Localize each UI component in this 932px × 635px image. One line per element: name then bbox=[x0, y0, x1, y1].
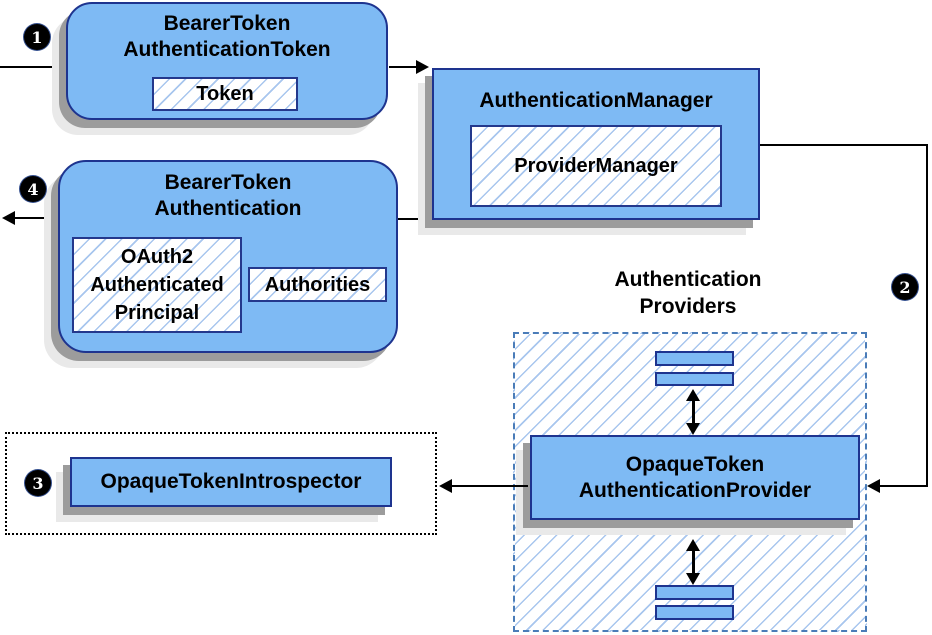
principal-label-line: Principal bbox=[114, 302, 200, 324]
node-title-line: AuthenticationProvider bbox=[578, 478, 812, 502]
node-title-line: BearerToken bbox=[163, 12, 291, 35]
arrow-left-icon bbox=[439, 479, 452, 493]
bidirectional-arrow bbox=[686, 389, 700, 435]
flow-line-step2-vertical bbox=[926, 144, 928, 487]
arrow-left-icon bbox=[867, 479, 880, 493]
provider-manager-label: ProviderManager bbox=[514, 155, 678, 177]
token-field: Token bbox=[152, 77, 298, 111]
node-title-line: BearerToken bbox=[164, 171, 292, 194]
flow-line-step4-out bbox=[14, 217, 58, 219]
step-badge-4: 4 bbox=[20, 176, 46, 202]
opaque-token-authentication-provider-node: OpaqueToken AuthenticationProvider bbox=[530, 435, 860, 520]
arrow-up-icon bbox=[686, 539, 700, 551]
flow-line-step1-out bbox=[389, 66, 417, 68]
principal-label-line: Authenticated bbox=[90, 274, 224, 296]
provider-slot-bar bbox=[655, 585, 734, 600]
token-field-label: Token bbox=[196, 83, 254, 105]
provider-slot-bar bbox=[655, 605, 734, 620]
step-badge-3: 3 bbox=[25, 470, 51, 496]
node-title-line: Authentication bbox=[154, 197, 302, 220]
authorities-field: Authorities bbox=[248, 267, 387, 302]
flow-line-step1-in bbox=[0, 66, 66, 68]
provider-slot-bar bbox=[655, 372, 734, 386]
step-badge-2: 2 bbox=[892, 274, 918, 300]
node-title: OpaqueTokenIntrospector bbox=[100, 470, 362, 493]
arrow-right-icon bbox=[416, 60, 429, 74]
flow-line-step2-top bbox=[760, 144, 928, 146]
opaque-token-introspector-node: OpaqueTokenIntrospector bbox=[70, 457, 392, 507]
arrow-up-icon bbox=[686, 389, 700, 401]
authentication-providers-caption: Authentication Providers bbox=[588, 266, 788, 320]
step-badge-1: 1 bbox=[24, 24, 50, 50]
arrow-down-icon bbox=[686, 423, 700, 435]
caption-line: Authentication bbox=[614, 268, 762, 291]
flow-line-step3 bbox=[451, 485, 528, 487]
bearer-token-authentication-node: BearerToken Authentication OAuth2 Authen… bbox=[58, 160, 398, 353]
node-title-line: AuthenticationToken bbox=[123, 38, 331, 61]
node-title: AuthenticationManager bbox=[479, 89, 713, 112]
principal-label-line: OAuth2 bbox=[120, 246, 194, 268]
flow-line-step4-connector bbox=[398, 218, 432, 220]
arrow-left-icon bbox=[2, 211, 15, 225]
authorities-label: Authorities bbox=[264, 273, 371, 296]
provider-manager-field: ProviderManager bbox=[470, 125, 722, 207]
authentication-providers-container: OpaqueToken AuthenticationProvider bbox=[513, 332, 867, 632]
node-title-line: OpaqueToken bbox=[625, 452, 765, 476]
bidirectional-arrow bbox=[686, 539, 700, 585]
arrow-down-icon bbox=[686, 573, 700, 585]
flow-line-step2-bottom bbox=[879, 485, 928, 487]
authentication-manager-node: AuthenticationManager ProviderManager bbox=[432, 68, 760, 220]
provider-slot-bar bbox=[655, 351, 734, 366]
oauth2-authenticated-principal-field: OAuth2 Authenticated Principal bbox=[72, 237, 242, 333]
bearer-token-authentication-token-node: BearerToken AuthenticationToken Token bbox=[66, 2, 388, 120]
caption-line: Providers bbox=[639, 295, 737, 318]
